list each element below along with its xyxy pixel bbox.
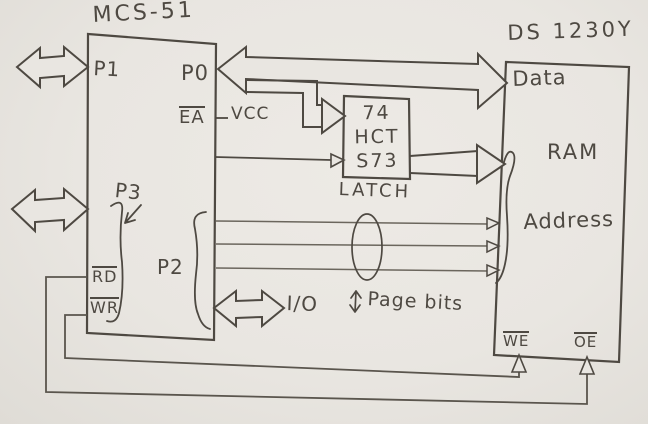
mcu-pin-p1: P1 [92, 56, 121, 82]
p3-bus-arrow [10, 186, 90, 234]
mcu-pin-p3: P3 [113, 178, 143, 205]
ram-box [492, 60, 631, 364]
p3-pointer-arrow [124, 204, 142, 224]
p1-bus-arrow [15, 44, 90, 90]
latch-part-number: 74 HCT S73 [343, 96, 410, 179]
we-arrowhead [510, 352, 528, 373]
mcu-title: MCS-51 [91, 0, 196, 28]
oe-arrowhead [578, 354, 596, 375]
p2-brace [193, 211, 211, 330]
latch-caption: LATCH [338, 179, 412, 203]
mcu-pin-p2: P2 [157, 255, 184, 279]
vcc-label: VCC [231, 104, 270, 124]
address-wire-1 [215, 220, 489, 225]
address-wire-2-arrowhead [486, 239, 501, 254]
latch-part-line3: S73 [356, 149, 399, 173]
ram-title: DS 1230Y [506, 16, 635, 45]
ram-pin-we: WE [503, 331, 530, 350]
mcu-pin-wr: WR [90, 297, 119, 317]
io-label: I/O [286, 291, 319, 317]
p0-to-latch-bus-arrow [246, 79, 322, 106]
ram-address-label: Address [522, 206, 615, 234]
mcu-pin-p0: P0 [181, 61, 210, 85]
mcu-to-latch-arrowhead [330, 152, 346, 169]
p3-brace [106, 201, 124, 323]
address-wire-3-arrowhead [486, 263, 501, 278]
p0-to-latch-bus-arrow [246, 91, 322, 128]
rd-to-oe-wire [45, 276, 588, 405]
ram-pin-oe: OE [574, 332, 598, 351]
p0-data-bus-arrow [216, 44, 509, 111]
latch-part-line1: 74 [362, 102, 391, 125]
page-bits-ellipse [351, 213, 383, 281]
latch-box [341, 94, 412, 181]
ram-address-brace [495, 150, 516, 284]
page-bits-arrow [349, 290, 362, 313]
latch-to-ram-bus [409, 150, 479, 177]
ram-data-label: Data [511, 65, 567, 91]
mcu-to-latch-wire [214, 156, 332, 161]
wr-to-we-wire [64, 314, 520, 378]
mcu-box [85, 32, 218, 342]
mcu-pin-ea: EA [179, 106, 205, 128]
latch-input-arrowhead [321, 97, 347, 135]
io-bus-arrow [212, 288, 286, 329]
address-wire-3 [215, 267, 489, 272]
address-wire-1-arrowhead [486, 216, 501, 231]
ram-address-arrowhead [476, 143, 507, 185]
latch-part-line2: HCT [354, 125, 400, 149]
ram-name-label: RAM [547, 140, 600, 164]
mcu-pin-rd: RD [92, 266, 118, 286]
